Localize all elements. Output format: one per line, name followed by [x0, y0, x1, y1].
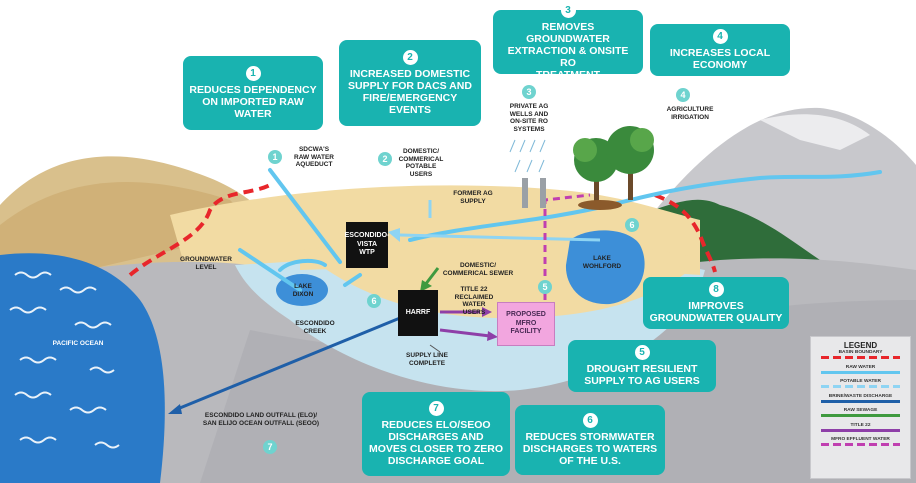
label-outfall: ESCONDIDO LAND OUTFALL (ELO)/ SAN ELIJO … [202, 412, 320, 427]
callout-text: Increased domestic supply for DACs and f… [348, 68, 472, 116]
marker-1: 1 [268, 150, 282, 164]
callout-improves-groundwater-quality: 8 Improves groundwater quality [643, 277, 789, 329]
label-groundwater-level: GROUNDWATER LEVEL [180, 256, 232, 271]
label-agriculture-irrigation: AGRICULTURE IRRIGATION [666, 106, 714, 121]
legend: LEGEND BASIN BOUNDARY RAW WATER POTABLE WA… [810, 336, 911, 479]
callout-text: Drought resilient supply to ag users [584, 363, 700, 387]
sewage-line [423, 267, 440, 286]
legend-item-swatch [821, 443, 900, 446]
legend-item: RAW WATER [811, 365, 910, 380]
callout-text: Reduces dependency on imported raw water [189, 84, 317, 120]
legend-item-swatch [821, 370, 900, 374]
facility-escondido-vista-wtp: ESCONDIDO- VISTA WTP [345, 222, 389, 268]
callout-number: 5 [634, 345, 650, 360]
marker-7: 7 [263, 440, 277, 454]
legend-item-label: MFRO EFFLUENT WATER [831, 437, 890, 442]
callout-increases-local-economy: 4 Increases local economy [650, 24, 790, 76]
label-lake-dixon: LAKE DIXON [292, 283, 314, 298]
legend-item-label: RAW WATER [845, 364, 876, 370]
legend-item-swatch [821, 399, 900, 403]
callout-number: 2 [402, 50, 418, 65]
marker-3: 3 [522, 85, 536, 99]
label-supply-line-complete: SUPPLY LINE COMPLETE [406, 352, 448, 367]
basin-boundary-left [128, 183, 271, 277]
marker-6-lake: 6 [625, 218, 639, 232]
legend-item: MFRO EFFLUENT WATER [811, 437, 910, 452]
legend-item-label: BRINE/WASTE DISCHARGE [828, 393, 893, 399]
label-domestic-potable-users: DOMESTIC/ COMMERICAL POTABLE USERS [398, 148, 444, 178]
callout-number: 8 [708, 282, 724, 297]
label-former-ag-supply: FORMER AG SUPPLY [453, 190, 493, 205]
marker-2: 2 [378, 152, 392, 166]
legend-item-swatch [821, 428, 900, 432]
legend-item-swatch [821, 385, 900, 388]
legend-item-swatch [821, 356, 900, 359]
legend-item: BRINE/WASTE DISCHARGE [811, 394, 910, 409]
lake-wohlford [565, 230, 645, 305]
label-private-ag-wells: PRIVATE AG WELLS AND ON-SITE RO SYSTEMS [509, 103, 549, 133]
callout-text: Improves groundwater quality [649, 300, 783, 324]
legend-item: POTABLE WATER [811, 379, 910, 394]
callout-number: 6 [582, 413, 598, 428]
ro-wells-sprinkler [509, 139, 546, 173]
legend-item-swatch [821, 414, 900, 417]
ocean-waves [9, 271, 120, 449]
marker-4: 4 [676, 88, 690, 102]
legend-item: BASIN BOUNDARY [811, 350, 910, 365]
facility-harrf: HARRF [398, 290, 438, 336]
legend-items: BASIN BOUNDARY RAW WATER POTABLE WATER BRIN… [811, 350, 910, 452]
callout-number: 3 [560, 3, 576, 18]
callout-drought-resilient-supply: 5 Drought resilient supply to ag users [568, 340, 716, 392]
label-sdcwa-aqueduct: SDCWA'S RAW WATER AQUEDUCT [294, 146, 334, 168]
callout-reduces-dependency: 1 Reduces dependency on imported raw wat… [183, 56, 323, 130]
legend-item-label: TITLE 22 [850, 422, 871, 428]
callout-text: Reduces ELO/SEOO discharges and moves cl… [369, 419, 503, 467]
callout-number: 1 [245, 66, 261, 81]
title22-lines [439, 310, 491, 338]
legend-item: TITLE 22 [811, 423, 910, 438]
callout-text: Increases local economy [669, 47, 771, 71]
callout-number: 7 [428, 401, 444, 416]
legend-item-label: RAW SEWAGE [843, 408, 878, 413]
potable-water-lines [399, 200, 601, 242]
callout-reduces-stormwater-discharges: 6 Reduces stormwater discharges to water… [515, 405, 665, 475]
label-lake-wohlford: LAKE WOHLFORD [582, 255, 622, 270]
label-title22-users: TITLE 22 RECLAIMED WATER USERS [454, 286, 494, 316]
pacific-ocean-water [0, 253, 165, 483]
legend-item: RAW SEWAGE [811, 408, 910, 423]
marker-6-creek: 6 [367, 294, 381, 308]
raw-water-lines [238, 168, 882, 292]
legend-item-label: POTABLE WATER [840, 379, 881, 384]
legend-item-label: BASIN BOUNDARY [838, 350, 883, 355]
callout-reduces-elo-seoo-discharges: 7 Reduces ELO/SEOO discharges and moves … [362, 392, 510, 476]
marker-5: 5 [538, 280, 552, 294]
callout-increased-domestic-supply: 2 Increased domestic supply for DACs and… [339, 40, 481, 126]
label-escondido-creek: ESCONDIDO CREEK [295, 320, 335, 335]
facility-proposed-mfro: PROPOSED MFRO FACILITY [497, 302, 555, 346]
legend-title: LEGEND [843, 341, 878, 350]
callout-removes-groundwater-extraction: 3 Removes groundwater extraction & onsit… [493, 3, 643, 81]
orchard-trees [573, 126, 654, 210]
callout-text: Reduces stormwater discharges to waters … [522, 431, 658, 467]
label-pacific-ocean: PACIFIC OCEAN [52, 340, 104, 347]
callout-text: Removes groundwater extraction & onsite … [507, 21, 629, 81]
brine-discharge-line [174, 316, 401, 412]
basin-boundary-right [654, 193, 717, 273]
label-domestic-sewer: DOMESTIC/ COMMERICAL SEWER [442, 262, 514, 277]
callout-number: 4 [712, 29, 728, 44]
